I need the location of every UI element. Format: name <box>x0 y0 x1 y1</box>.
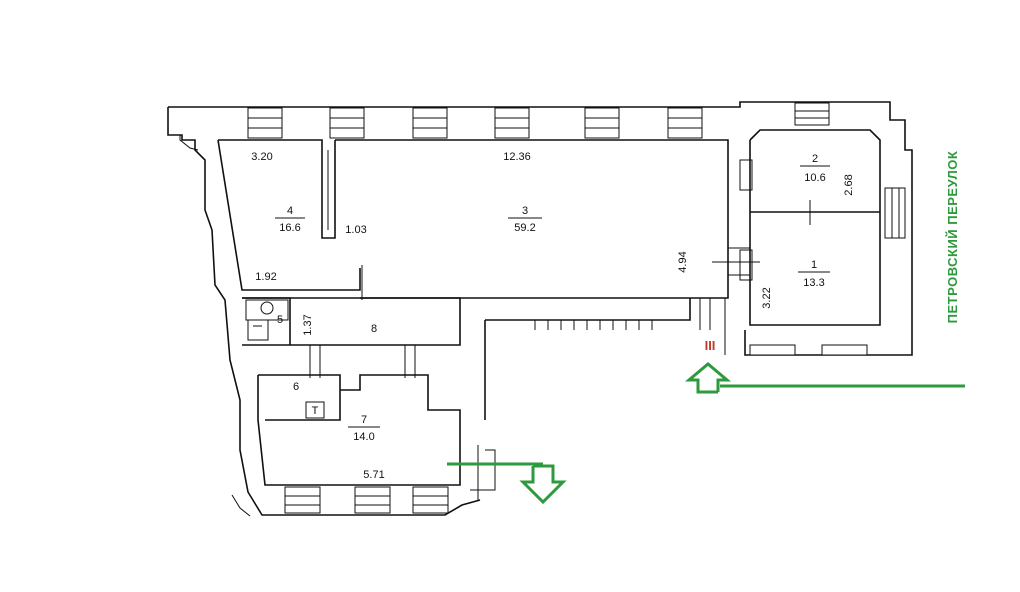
room-3-area: 59.2 <box>514 222 535 234</box>
outer-walls <box>167 101 913 517</box>
interior-walls <box>217 129 881 500</box>
svg-text:T: T <box>312 405 319 417</box>
boiler-icon: T <box>305 401 325 419</box>
window-row-right <box>739 159 906 281</box>
room-2-area: 10.6 <box>804 172 825 184</box>
window-row-top <box>247 102 830 139</box>
entrance-marker: III <box>705 338 716 353</box>
dim-room1-depth: 3.22 <box>761 287 773 308</box>
entrance-arrow-up-icon <box>684 362 965 394</box>
room-3-number: 3 <box>522 205 528 217</box>
room-6-number: 6 <box>293 381 299 393</box>
room-1-area: 13.3 <box>803 277 824 289</box>
room-7-number: 7 <box>361 414 367 426</box>
dim-passage-width: 1.03 <box>345 224 366 236</box>
dim-room3-depth: 4.94 <box>677 251 689 272</box>
dim-room7-width: 5.71 <box>363 469 384 481</box>
room-2-number: 2 <box>812 153 818 165</box>
room-4-number: 4 <box>287 205 293 217</box>
area-dividers <box>275 165 830 428</box>
sink-icon <box>247 319 269 341</box>
room-7-area: 14.0 <box>353 431 374 443</box>
room-4-area: 16.6 <box>279 222 300 234</box>
dim-room2-depth: 2.68 <box>843 174 855 195</box>
exit-arrow-down-icon <box>447 462 567 505</box>
dim-room4-width: 3.20 <box>251 151 272 163</box>
window-row-bottom <box>284 344 868 514</box>
room-5-number: 5 <box>277 314 283 326</box>
dim-room5-width: 1.37 <box>302 314 314 335</box>
room-1-number: 1 <box>811 259 817 271</box>
dim-room4-depth: 1.92 <box>255 271 276 283</box>
street-label: ПЕТРОВСКИЙ ПЕРЕУЛОК <box>945 151 960 324</box>
dim-room3-width: 12.36 <box>503 151 531 163</box>
room-8-number: 8 <box>371 323 377 335</box>
